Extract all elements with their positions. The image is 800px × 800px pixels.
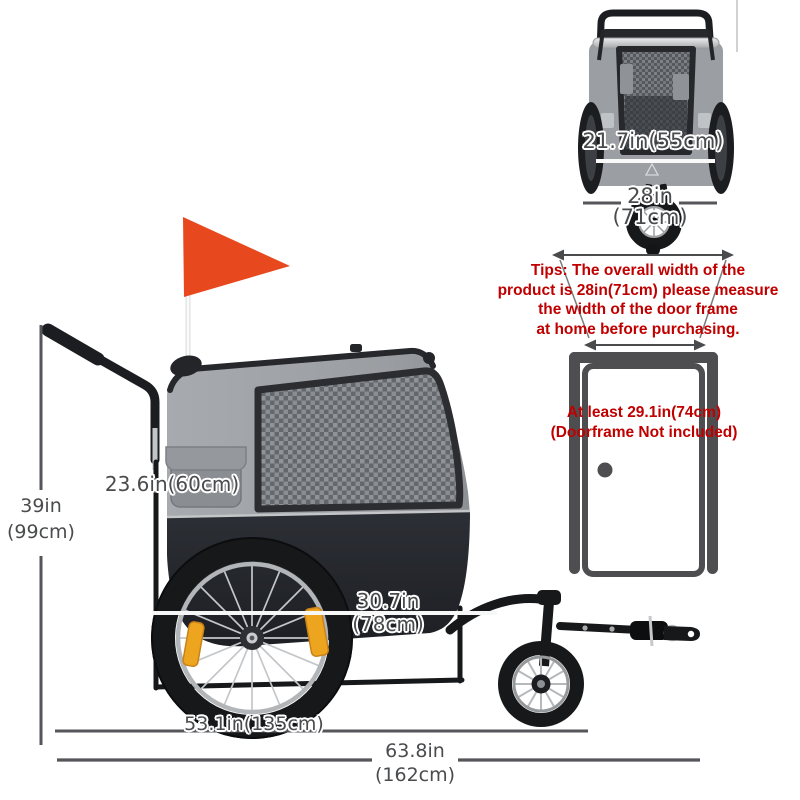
rear-top-knuckle: [423, 352, 435, 364]
overall-length-label: 63.8in (162cm): [375, 739, 455, 787]
rear-wheel: [151, 537, 353, 739]
top-strap: [350, 344, 362, 352]
front-body-width-label: 21.7in(55cm): [582, 129, 724, 153]
overall-height-in: 39in: [20, 495, 62, 517]
overall-height-cm: (99cm): [7, 521, 75, 543]
front-center-wheel: [626, 183, 682, 256]
trailer-front-view: [578, 0, 738, 256]
door-min-width-note: At least 29.1in(74cm) (Doorframe Not inc…: [551, 403, 738, 442]
overall-length-in: 63.8in: [385, 740, 445, 762]
door-panel: [582, 363, 705, 577]
dimension-lines: [39, 201, 717, 762]
tips-line-2: product is 28in(71cm) please measure: [497, 281, 779, 299]
door-width-arrow: [584, 339, 706, 351]
front-overall-width-cm: (71cm): [612, 205, 688, 229]
overall-height-label: 39in (99cm): [7, 493, 75, 545]
body-piping: [166, 509, 471, 519]
doorframe-top-bar: [569, 352, 718, 363]
interior-height-label: 23.6in(60cm): [104, 472, 240, 496]
door-frame-illustration: [569, 352, 718, 577]
handlebar: [596, 9, 715, 56]
interior-length-in: 30.7in: [356, 589, 420, 613]
handlebar-strap-left: [597, 29, 605, 61]
side-pocket: [165, 446, 247, 508]
tips-line-3: the width of the door frame: [538, 301, 738, 318]
front-swivel-wheel: [498, 641, 584, 727]
handlebar-strap-right: [707, 29, 715, 61]
front-mesh-lower-shade: [625, 96, 687, 149]
overall-length-cm: (162cm): [374, 764, 456, 786]
door-knob: [597, 462, 613, 478]
front-reflector-left: [601, 113, 614, 128]
doorframe-right-bar: [707, 352, 718, 574]
tips-line-4: at home before purchasing.: [536, 320, 740, 338]
spoke-reflector-right: [303, 606, 329, 657]
front-side-wheels: [578, 102, 734, 194]
brand-logo: [644, 162, 660, 176]
doorframe-left-bar: [569, 352, 580, 574]
interior-length-label: 30.7in (78cm): [352, 590, 424, 636]
rolled-cover: [170, 355, 202, 377]
tips-line-1: Tips: The overall width of the: [530, 262, 746, 279]
front-reflector-right: [698, 113, 711, 128]
front-overall-width-label: 28in (71cm): [612, 186, 687, 228]
wheelbase-label: 53.1in(135cm): [184, 713, 324, 735]
front-overall-width-in: 28in: [627, 184, 673, 208]
push-handle: [41, 323, 160, 465]
tips-note: Tips: The overall width of the product i…: [498, 261, 779, 339]
interior-length-cm: (78cm): [352, 612, 424, 636]
spoke-reflector-left: [182, 621, 205, 668]
mesh-window: [254, 367, 464, 513]
door-note-line-1: At least 29.1in(74cm): [566, 404, 722, 421]
front-mesh-patch-left: [620, 64, 633, 94]
tips-width-arrow: [552, 249, 734, 339]
tow-hitch-assembly: [445, 590, 700, 667]
front-mesh-patch-right: [673, 74, 689, 100]
door-note-line-2: (Doorframe Not included): [550, 423, 738, 441]
safety-flag: [183, 217, 290, 297]
